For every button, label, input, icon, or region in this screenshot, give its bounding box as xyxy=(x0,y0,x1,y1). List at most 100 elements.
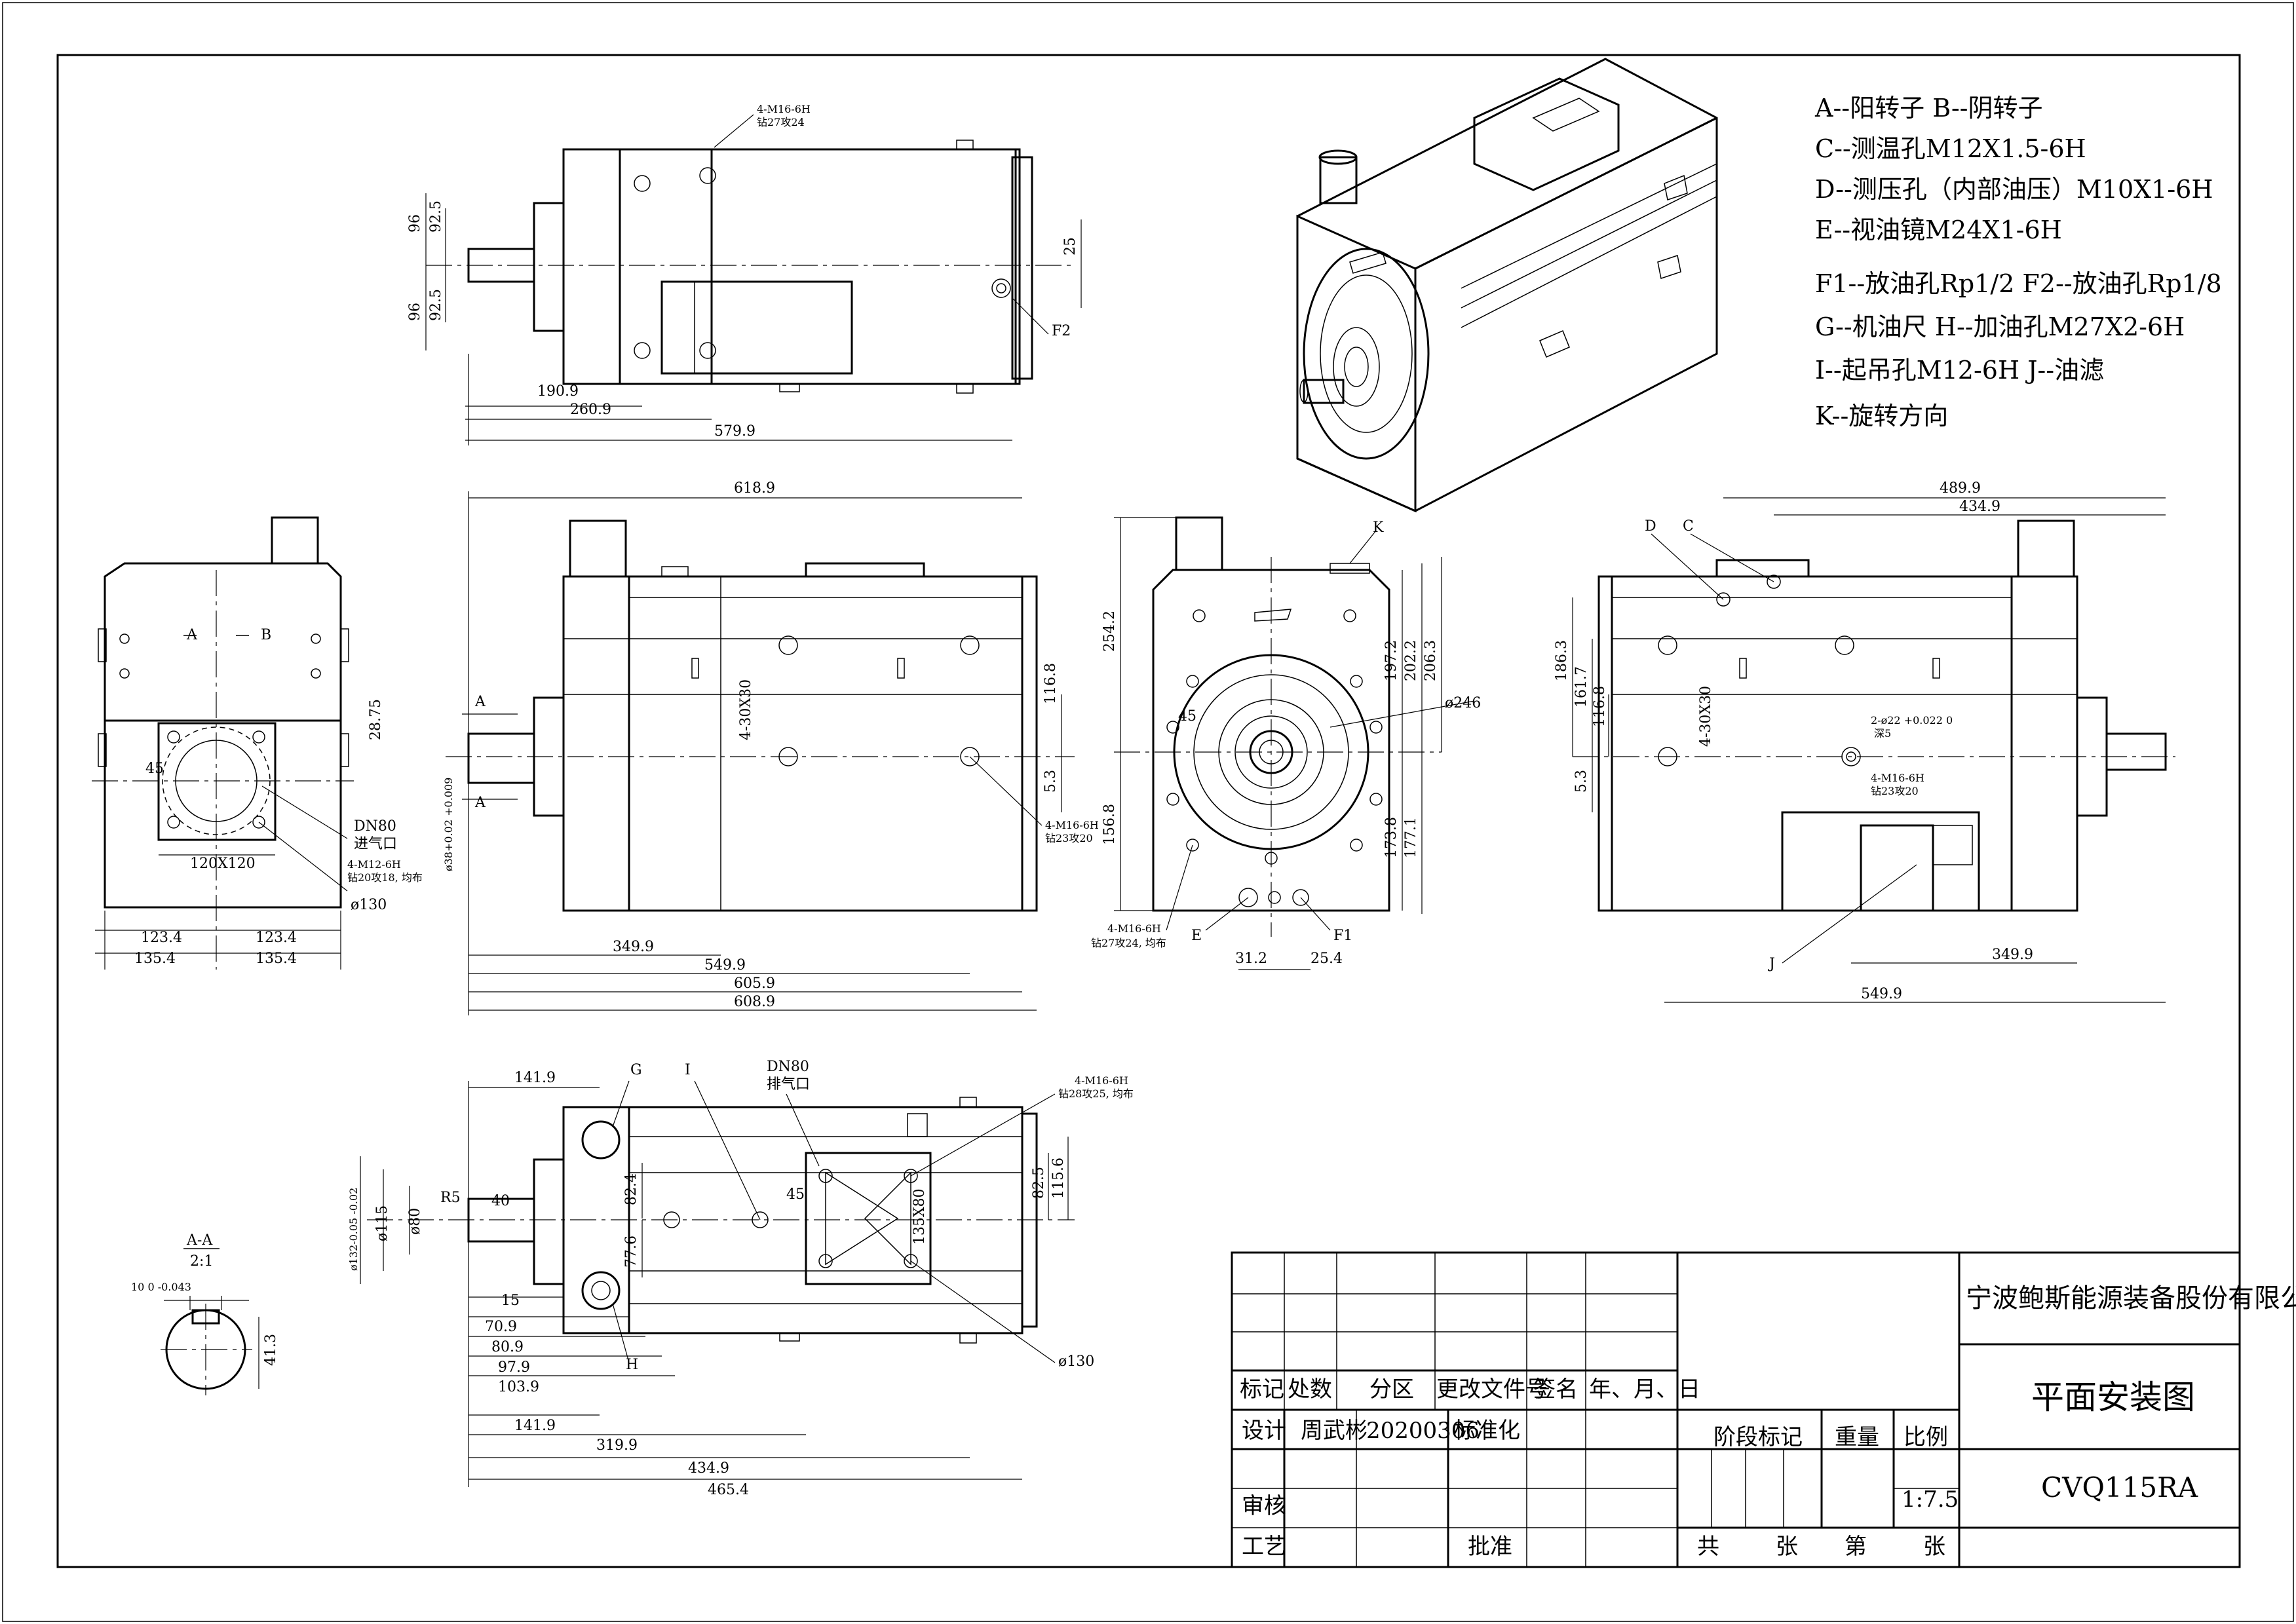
tb-designer: 周武彬 xyxy=(1301,1418,1368,1444)
left-dim-123a: 123.4 xyxy=(141,930,182,946)
front-note-30x30: 4-30X30 xyxy=(738,679,754,740)
tb-date: 20200306 xyxy=(1366,1418,1480,1444)
end-view: 254.2 197.2 202.2 206.3 156.8 173.8 177.… xyxy=(1091,516,1481,970)
tb-header-date: 年、月、日 xyxy=(1589,1376,1700,1403)
right-dim-489: 489.9 xyxy=(1940,480,1981,497)
tb-header-count: 处数 xyxy=(1288,1376,1332,1403)
tb-weight: 重量 xyxy=(1835,1424,1879,1450)
bottom-note-d130: ø130 xyxy=(1058,1353,1094,1370)
right-note-j: J xyxy=(1768,956,1775,972)
end-dim-177: 177.1 xyxy=(1403,817,1419,858)
end-dim-25: 25.4 xyxy=(1311,951,1343,967)
bottom-note-r5: R5 xyxy=(440,1190,461,1206)
tb-model: CVQ115RA xyxy=(2041,1471,2198,1503)
top-note-f2: F2 xyxy=(1052,323,1071,339)
end-dim-173: 173.8 xyxy=(1383,817,1400,858)
front-note-drill: 钻23攻20 xyxy=(1045,832,1093,844)
inner-border xyxy=(56,54,2241,1568)
bottom-note-i: I xyxy=(685,1062,691,1078)
right-note-c: C xyxy=(1683,518,1694,535)
bottom-note-g: G xyxy=(630,1062,642,1078)
section-aa: A-A 2:1 10 0 -0.043 41.3 xyxy=(131,1232,279,1395)
top-note-drill: 钻27攻24 xyxy=(757,116,805,128)
legend-line: I--起吊孔M12-6H J--油滤 xyxy=(1815,356,2104,385)
left-dim-123b: 123.4 xyxy=(256,930,297,946)
bottom-note-h: H xyxy=(626,1357,638,1373)
right-dim-186: 186.3 xyxy=(1554,640,1570,681)
tb-process: 工艺 xyxy=(1242,1534,1286,1560)
left-note-d130: ø130 xyxy=(351,897,387,913)
right-note-30x30: 4-30X30 xyxy=(1698,686,1714,747)
bottom-note-m16: 4-M16-6H xyxy=(1075,1074,1128,1087)
left-dim-28: 28.75 xyxy=(368,699,384,740)
tb-total: 共 xyxy=(1697,1534,1719,1560)
front-view: 618.9 116.8 5.3 349.9 549.9 605.9 608.9 … xyxy=(442,480,1099,1015)
left-note-inlet: 进气口 xyxy=(354,836,397,852)
right-dim-434: 434.9 xyxy=(1959,499,2000,515)
left-note-dn80: DN80 xyxy=(354,818,396,835)
top-dim-96b: 96 xyxy=(407,303,423,321)
bottom-dim-434: 434.9 xyxy=(688,1460,729,1477)
left-dim-120x120: 120X120 xyxy=(190,856,256,872)
section-title: A-A xyxy=(186,1232,213,1249)
isometric-view xyxy=(1296,58,1718,513)
bottom-note-outlet: 排气口 xyxy=(767,1076,810,1093)
bottom-dim-103: 103.9 xyxy=(498,1379,539,1395)
tb-design-label: 设计 xyxy=(1242,1418,1286,1444)
right-note-m16: 4-M16-6H xyxy=(1871,772,1924,784)
left-label-b: B xyxy=(261,627,271,643)
front-dim-608: 608.9 xyxy=(734,994,775,1010)
left-dim-135a: 135.4 xyxy=(134,951,176,967)
end-note-m16: 4-M16-6H xyxy=(1107,922,1161,935)
legend-line: C--测温孔M12X1.5-6H xyxy=(1815,134,2086,163)
front-dim-618: 618.9 xyxy=(734,480,775,497)
top-dim-260: 260.9 xyxy=(570,402,611,418)
front-dim-5: 5.3 xyxy=(1043,770,1059,793)
top-dim-579: 579.9 xyxy=(714,423,756,440)
end-dim-254: 254.2 xyxy=(1101,611,1118,652)
section-scale: 2:1 xyxy=(190,1253,213,1270)
tb-sheet-unit: 张 xyxy=(1923,1534,1945,1560)
front-dim-349: 349.9 xyxy=(613,939,654,955)
front-dim-605: 605.9 xyxy=(734,975,775,992)
tb-number: 第 xyxy=(1845,1534,1867,1560)
left-view: A B 28.75 45 123.4 123.4 135.4 135.4 120… xyxy=(92,516,423,970)
right-dim-116: 116.8 xyxy=(1592,686,1608,727)
tb-sheets: 张 xyxy=(1776,1534,1798,1560)
tb-scale: 1:7.5 xyxy=(1902,1486,1959,1513)
legend-line: E--视油镜M24X1-6H xyxy=(1815,216,2062,244)
tb-drawing-name: 平面安装图 xyxy=(2031,1378,2195,1416)
tb-review: 审核 xyxy=(1242,1493,1286,1519)
bottom-dim-115-6: 115.6 xyxy=(1050,1158,1067,1199)
section-dim-41: 41.3 xyxy=(263,1334,279,1366)
title-block: 标记 处数 分区 更改文件号 签名 年、月、日 设计 周武彬 20200306 … xyxy=(1231,1251,2296,1568)
bottom-dim-77-6: 77.6 xyxy=(623,1236,640,1268)
right-dim-549: 549.9 xyxy=(1861,986,1902,1002)
front-label-a1: A xyxy=(474,694,486,710)
legend-line: G--机油尺 H--加油孔M27X2-6H xyxy=(1815,312,2185,341)
tb-ratio: 比例 xyxy=(1904,1424,1948,1450)
end-note-f1: F1 xyxy=(1333,928,1352,944)
top-view: 190.9 260.9 579.9 96 92.5 92.5 96 25 4-M… xyxy=(407,103,1082,445)
bottom-dim-15: 15 xyxy=(501,1293,520,1309)
left-note-m12: 4-M12-6H xyxy=(347,858,401,871)
left-dim-135b: 135.4 xyxy=(256,951,297,967)
tb-approve: 批准 xyxy=(1468,1534,1512,1560)
tb-header-zone: 分区 xyxy=(1369,1376,1414,1403)
end-note-drill: 钻27攻24, 均布 xyxy=(1091,937,1166,949)
left-note-drill: 钻20攻18, 均布 xyxy=(347,871,423,884)
legend: A--阳转子 B--阴转子 C--测温孔M12X1.5-6H D--测压孔（内部… xyxy=(1814,94,2222,430)
top-dim-92a: 92.5 xyxy=(428,200,444,233)
end-dim-156: 156.8 xyxy=(1101,804,1118,845)
bottom-dim-40: 40 xyxy=(491,1193,510,1209)
bottom-note-d132: ø132-0.05 -0.02 xyxy=(347,1188,360,1271)
bottom-dim-82-4: 82.4 xyxy=(623,1173,640,1205)
legend-line: F1--放油孔Rp1/2 F2--放油孔Rp1/8 xyxy=(1815,269,2222,298)
bottom-dim-70: 70.9 xyxy=(485,1319,517,1335)
front-dim-549: 549.9 xyxy=(704,957,746,973)
bottom-note-d115: ø115 xyxy=(374,1205,391,1241)
tb-company: 宁波鲍斯能源装备股份有限公司 xyxy=(1966,1283,2296,1313)
top-dim-96a: 96 xyxy=(407,214,423,233)
top-dim-92b: 92.5 xyxy=(428,289,444,321)
